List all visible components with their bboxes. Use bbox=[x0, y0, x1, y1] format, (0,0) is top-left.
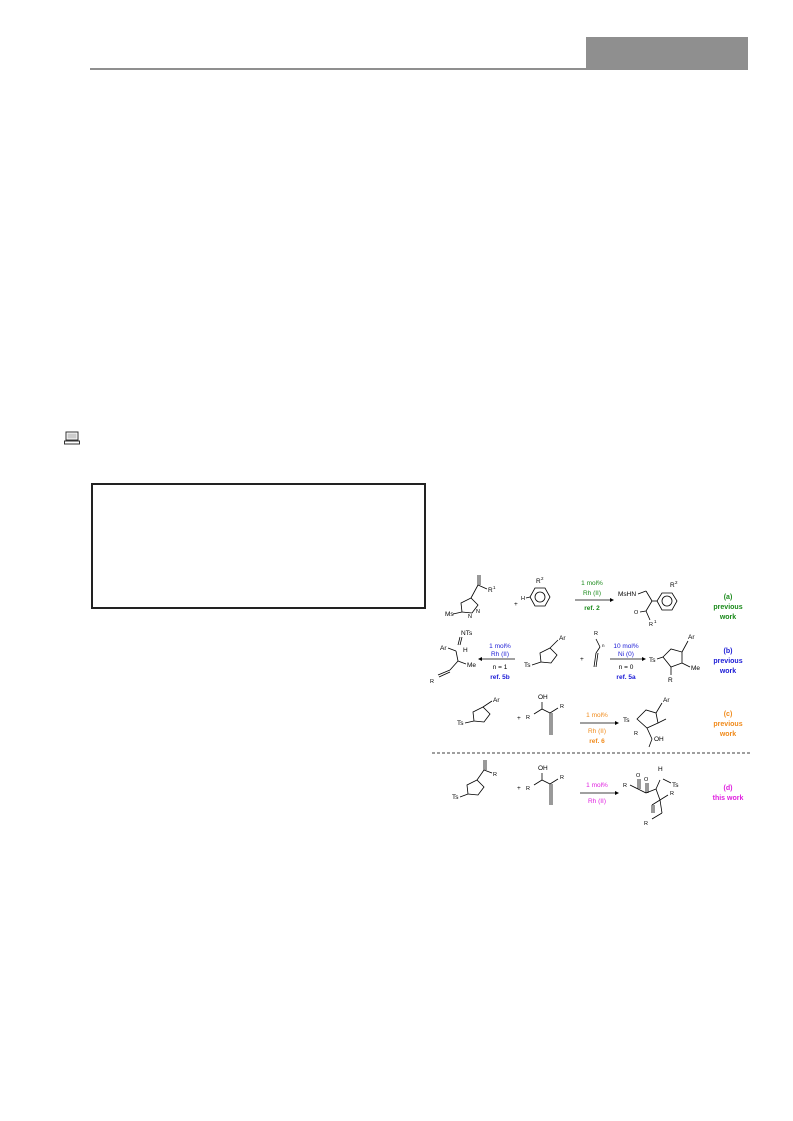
reaction-scheme: R 1 Ms N N + H R 2 1 mol% Rh (II) ref. 2… bbox=[420, 555, 760, 845]
svg-text:Ts: Ts bbox=[672, 782, 679, 789]
svg-text:R: R bbox=[644, 821, 648, 827]
svg-text:Ts: Ts bbox=[457, 720, 464, 727]
svg-text:OH: OH bbox=[654, 736, 664, 743]
svg-text:OH: OH bbox=[538, 694, 548, 701]
row-b: NTs H Ar Me R 1 mol% Rh (II) n = 1 ref. … bbox=[430, 630, 743, 685]
svg-text:(c): (c) bbox=[724, 711, 733, 718]
svg-text:1: 1 bbox=[654, 619, 657, 624]
svg-text:N: N bbox=[468, 614, 472, 620]
svg-text:Ar: Ar bbox=[559, 635, 566, 642]
svg-text:ref. 5b: ref. 5b bbox=[490, 674, 510, 681]
svg-text:Rh (II): Rh (II) bbox=[588, 728, 606, 735]
svg-text:O: O bbox=[634, 610, 639, 616]
header-rule bbox=[90, 68, 748, 70]
svg-text:(d): (d) bbox=[724, 785, 733, 792]
svg-text:1 mol%: 1 mol% bbox=[586, 712, 608, 719]
svg-text:Ni (0): Ni (0) bbox=[618, 651, 634, 658]
svg-text:1: 1 bbox=[493, 585, 496, 590]
row-c: Ar Ts + OH R R 1 mol% Rh (II) ref. 6 Ts … bbox=[457, 694, 743, 748]
svg-text:Ar: Ar bbox=[440, 645, 447, 652]
svg-text:R: R bbox=[670, 582, 675, 589]
svg-text:Ts: Ts bbox=[524, 662, 531, 669]
laptop-icon bbox=[64, 431, 80, 445]
svg-text:Ar: Ar bbox=[688, 634, 695, 641]
svg-text:1 mol%: 1 mol% bbox=[489, 643, 511, 650]
svg-text:R: R bbox=[594, 631, 598, 637]
svg-text:H: H bbox=[463, 647, 468, 654]
svg-text:R: R bbox=[634, 731, 638, 737]
svg-text:this work: this work bbox=[713, 795, 744, 802]
svg-text:R: R bbox=[623, 783, 627, 789]
svg-text:R: R bbox=[670, 791, 674, 797]
abstract-box bbox=[91, 483, 426, 609]
svg-text:R: R bbox=[430, 679, 434, 685]
svg-text:R: R bbox=[560, 775, 564, 781]
row-d: R Ts + OH R R 1 mol% Rh (II) R O O H Ts bbox=[452, 760, 743, 827]
svg-text:NTs: NTs bbox=[461, 630, 473, 637]
svg-text:H: H bbox=[521, 596, 525, 602]
svg-text:R: R bbox=[493, 772, 497, 778]
reagent-r1: R bbox=[488, 587, 493, 594]
svg-text:Rh (II): Rh (II) bbox=[583, 590, 601, 597]
svg-text:2: 2 bbox=[675, 580, 678, 585]
svg-text:ref. 6: ref. 6 bbox=[589, 738, 605, 745]
svg-text:+: + bbox=[580, 656, 584, 663]
svg-text:previous: previous bbox=[713, 721, 742, 728]
svg-text:n: n bbox=[602, 643, 605, 648]
svg-text:Me: Me bbox=[691, 665, 700, 672]
svg-text:Rh (II): Rh (II) bbox=[491, 651, 509, 658]
svg-text:Me: Me bbox=[467, 662, 476, 669]
svg-text:+: + bbox=[517, 785, 521, 792]
svg-text:H: H bbox=[658, 766, 663, 773]
svg-text:10 mol%: 10 mol% bbox=[613, 643, 639, 650]
svg-text:(b): (b) bbox=[724, 648, 733, 655]
svg-text:+: + bbox=[517, 715, 521, 722]
svg-text:Ar: Ar bbox=[493, 697, 500, 704]
svg-text:R: R bbox=[526, 715, 530, 721]
svg-text:Ts: Ts bbox=[649, 657, 656, 664]
svg-text:Ts: Ts bbox=[452, 794, 459, 801]
svg-text:Ts: Ts bbox=[623, 717, 630, 724]
svg-text:1 mol%: 1 mol% bbox=[586, 782, 608, 789]
svg-text:2: 2 bbox=[541, 576, 544, 581]
svg-text:work: work bbox=[719, 668, 736, 675]
svg-text:R: R bbox=[649, 622, 653, 628]
svg-text:(a): (a) bbox=[724, 594, 733, 601]
svg-text:n = 1: n = 1 bbox=[493, 664, 508, 671]
svg-text:work: work bbox=[719, 731, 736, 738]
svg-text:work: work bbox=[719, 614, 736, 621]
svg-text:1 mol%: 1 mol% bbox=[581, 580, 603, 587]
svg-text:R: R bbox=[560, 704, 564, 710]
row-a: R 1 Ms N N + H R 2 1 mol% Rh (II) ref. 2… bbox=[445, 575, 743, 628]
svg-text:Rh (II): Rh (II) bbox=[588, 798, 606, 805]
svg-text:Ar: Ar bbox=[663, 697, 670, 704]
svg-text:R: R bbox=[668, 677, 673, 684]
svg-text:MsHN: MsHN bbox=[618, 591, 636, 598]
svg-text:R: R bbox=[526, 786, 530, 792]
svg-text:ref. 2: ref. 2 bbox=[584, 605, 600, 612]
svg-text:O: O bbox=[644, 777, 649, 783]
svg-text:OH: OH bbox=[538, 765, 548, 772]
svg-text:+: + bbox=[514, 601, 518, 608]
reagent-ms: Ms bbox=[445, 611, 454, 618]
svg-text:O: O bbox=[636, 773, 641, 779]
svg-text:ref. 5a: ref. 5a bbox=[616, 674, 636, 681]
svg-text:N: N bbox=[476, 609, 480, 615]
svg-text:previous: previous bbox=[713, 658, 742, 665]
svg-text:R: R bbox=[536, 578, 541, 585]
svg-text:n = 0: n = 0 bbox=[619, 664, 634, 671]
header-tab bbox=[586, 37, 748, 70]
svg-text:previous: previous bbox=[713, 604, 742, 611]
